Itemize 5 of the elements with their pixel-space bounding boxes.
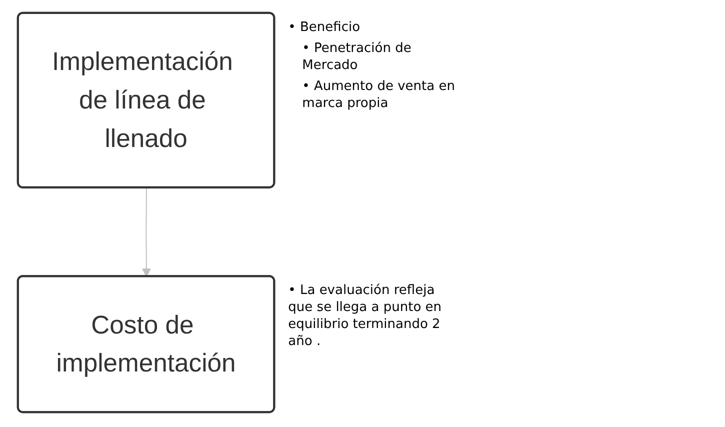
bullet-text: • La evaluación refleja que se llega a punto en equilibrio terminando 2 año . bbox=[288, 282, 443, 350]
bullet-text: • Beneficio bbox=[288, 18, 362, 36]
bullet-text: • Aumento de venta en marca propia bbox=[302, 78, 456, 112]
bullet-text: • Penetración de Mercado bbox=[302, 40, 412, 74]
arrow bbox=[142, 187, 151, 277]
